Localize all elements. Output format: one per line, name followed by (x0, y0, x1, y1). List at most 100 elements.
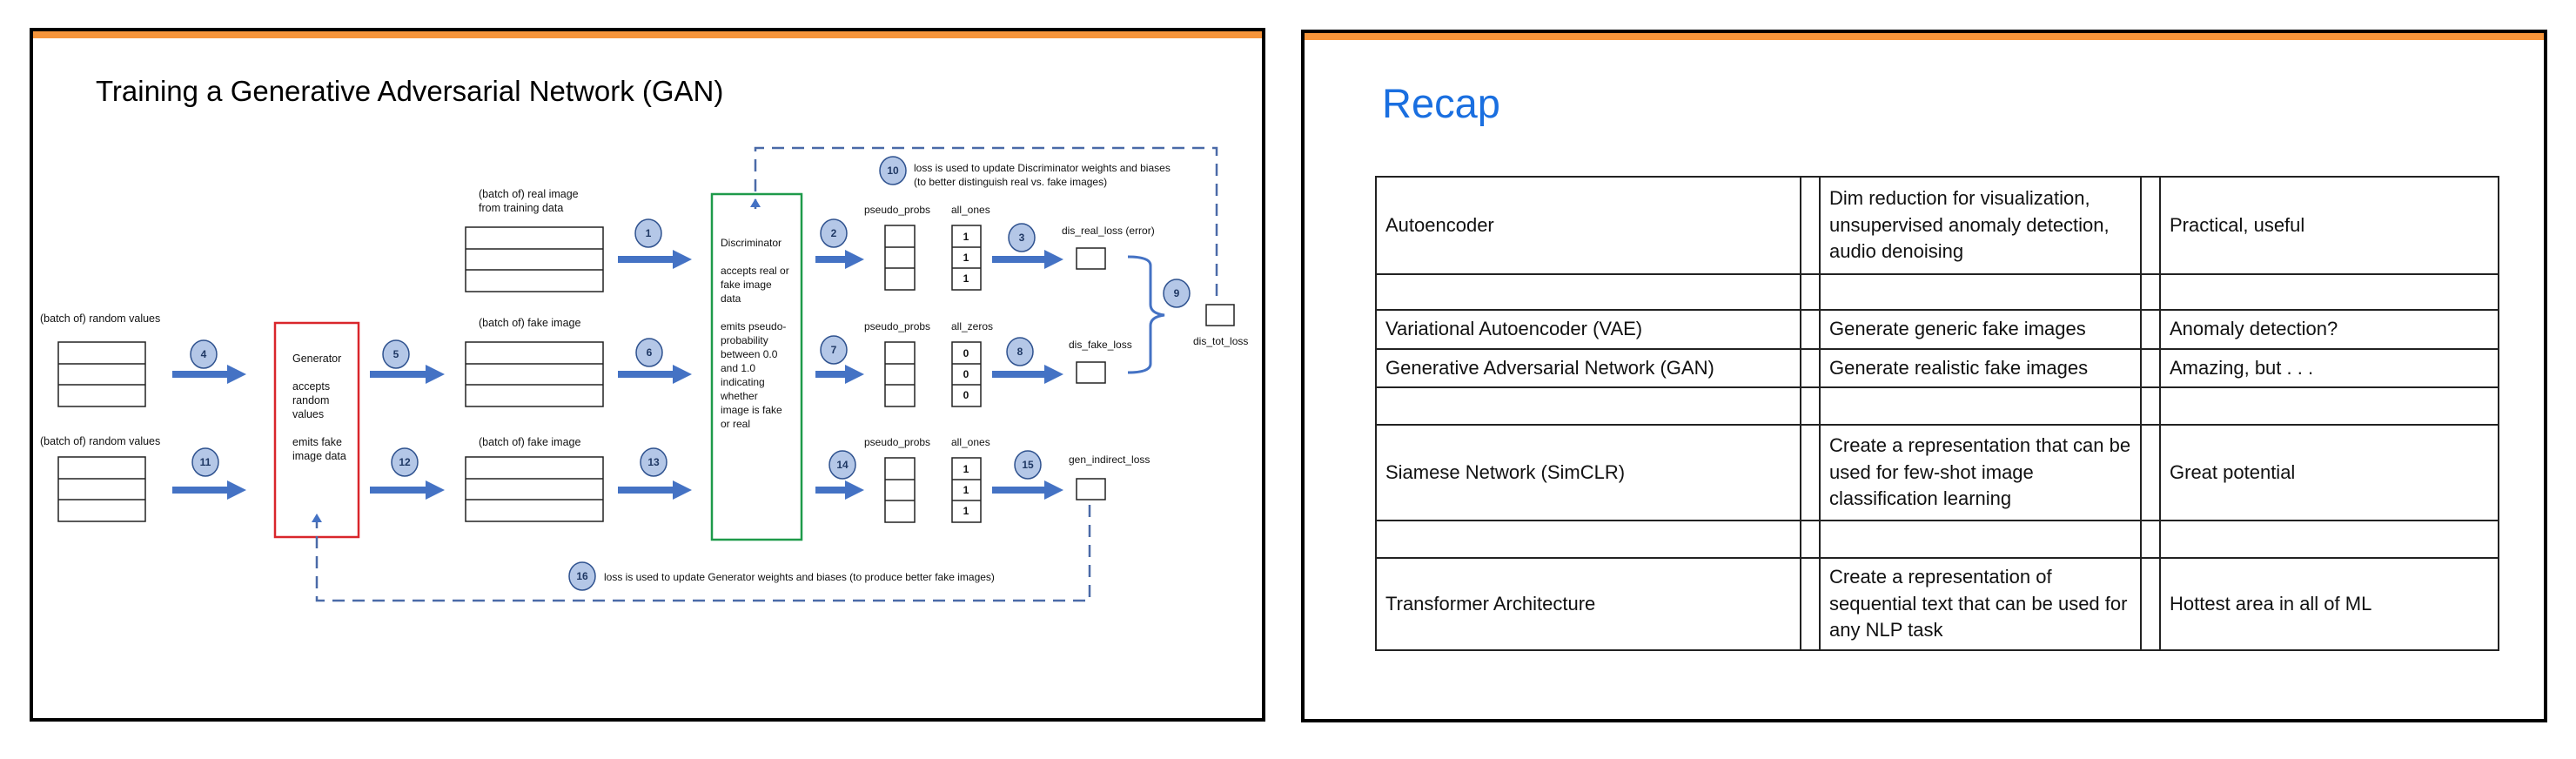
flow-arrow-icon (172, 365, 246, 384)
vector-cell-value: 1 (963, 505, 969, 517)
flow-arrow-icon (370, 365, 445, 384)
vector-cell-value: 1 (963, 484, 969, 496)
generator-desc-line: image data (292, 450, 346, 462)
vector-cell-value: 0 (963, 389, 969, 401)
discriminator-desc-line: or real (721, 418, 750, 430)
discriminator-desc-line: image is fake (721, 404, 782, 416)
label-fake-image-2: (batch of) fake image (479, 436, 580, 448)
step-marker: 16 (568, 561, 596, 591)
sum-brace (1127, 255, 1165, 374)
step-marker: 4 (190, 339, 218, 369)
step-number: 1 (646, 227, 652, 239)
step-marker: 5 (382, 339, 410, 369)
table-row: Variational Autoencoder (VAE)Generate ge… (1375, 309, 2499, 350)
label-pseudo-probs-2: pseudo_probs (864, 320, 930, 332)
step-marker: 13 (640, 447, 667, 477)
cell-use: Create a representation of sequential te… (1819, 557, 2142, 651)
flow-arrow-icon (815, 365, 864, 384)
feedback-arrowhead-icon (750, 198, 761, 207)
label-dis-real-loss: dis_real_loss (error) (1062, 225, 1155, 237)
flow-arrow-icon (992, 480, 1063, 500)
vector-cell-value: 0 (963, 347, 969, 359)
slide-title: Training a Generative Adversarial Networ… (96, 75, 723, 107)
cell-spacer (2140, 348, 2161, 388)
cell-spacer (2140, 424, 2161, 521)
step-marker: 3 (1008, 223, 1036, 252)
table-row: Siamese Network (SimCLR)Create a represe… (1375, 424, 2499, 521)
fake-image-box-2 (465, 456, 604, 522)
cell-use (1819, 273, 2142, 311)
discriminator-desc-line: whether (720, 390, 758, 402)
cell-spacer (1800, 520, 1821, 559)
pseudo-probs-vector-3 (884, 457, 916, 523)
cell-spacer (2140, 520, 2161, 559)
cell-spacer (2140, 386, 2161, 426)
step-marker: 10 (879, 156, 907, 185)
discriminator-desc-line: indicating (721, 376, 765, 388)
vector-cell-value: 1 (963, 463, 969, 475)
cell-assessment: Amazing, but . . . (2159, 348, 2499, 388)
flow-arrow-icon (618, 365, 692, 384)
discriminator-name: Discriminator (721, 237, 782, 249)
cell-use: Generate realistic fake images (1819, 348, 2142, 388)
discriminator-desc-line: accepts real or (721, 265, 789, 277)
flow-arrow-icon (992, 365, 1063, 384)
all-ones-vector-1: 1 1 1 (951, 225, 982, 291)
cell-use: Dim reduction for visualization, unsuper… (1819, 176, 2142, 275)
label-fake-image-1: (batch of) fake image (479, 317, 580, 329)
step-marker: 6 (635, 338, 663, 367)
step-number: 5 (393, 348, 399, 360)
step-number: 4 (201, 348, 207, 360)
cell-spacer (1800, 424, 1821, 521)
label-pseudo-probs-3: pseudo_probs (864, 436, 930, 448)
discriminator-desc-line: probability (721, 334, 768, 346)
label-all-zeros: all_zeros (951, 320, 993, 332)
cell-assessment (2159, 386, 2499, 426)
cell-model: Autoencoder (1375, 176, 1801, 275)
generator-box: Generator accepts random values emits fa… (273, 321, 360, 539)
vector-cell-value: 1 (963, 231, 969, 243)
table-row (1375, 520, 2499, 559)
label-random-values-1: (batch of) random values (40, 312, 160, 325)
cell-model (1375, 273, 1801, 311)
fake-image-box-1 (465, 341, 604, 407)
flow-arrow-icon (618, 480, 692, 500)
discriminator-desc-line: data (721, 292, 741, 305)
table-row (1375, 386, 2499, 426)
generator-desc-line: values (292, 408, 324, 420)
label-real-image: (batch of) real image (479, 188, 579, 200)
generator-name: Generator (292, 353, 341, 365)
step-number: 6 (647, 346, 653, 359)
table-row (1375, 273, 2499, 311)
step-number: 8 (1017, 346, 1023, 358)
cell-use (1819, 520, 2142, 559)
cell-spacer (2140, 176, 2161, 275)
step-marker: 15 (1014, 450, 1042, 480)
flow-arrow-icon (370, 480, 445, 500)
cell-spacer (1800, 348, 1821, 388)
label-dis-fake-loss: dis_fake_loss (1069, 339, 1132, 351)
step-marker: 2 (820, 218, 848, 248)
cell-use: Generate generic fake images (1819, 309, 2142, 350)
cell-spacer (1800, 273, 1821, 311)
gan-training-slide: Training a Generative Adversarial Networ… (30, 28, 1265, 722)
cell-spacer (2140, 273, 2161, 311)
step-number: 15 (1022, 459, 1034, 471)
slide-accent-bar (33, 31, 1262, 38)
all-zeros-vector: 0 0 0 (951, 341, 982, 407)
cell-assessment (2159, 520, 2499, 559)
dis-real-loss-box (1076, 247, 1106, 270)
step-number: 12 (399, 456, 411, 468)
cell-spacer (2140, 309, 2161, 350)
note-10-line2: (to better distinguish real vs. fake ima… (914, 176, 1107, 188)
cell-assessment: Great potential (2159, 424, 2499, 521)
flow-arrow-icon (992, 250, 1063, 269)
cell-assessment: Anomaly detection? (2159, 309, 2499, 350)
step-number: 10 (887, 165, 899, 177)
step-marker: 8 (1006, 337, 1034, 366)
cell-spacer (1800, 176, 1821, 275)
flow-arrow-icon (618, 250, 692, 269)
